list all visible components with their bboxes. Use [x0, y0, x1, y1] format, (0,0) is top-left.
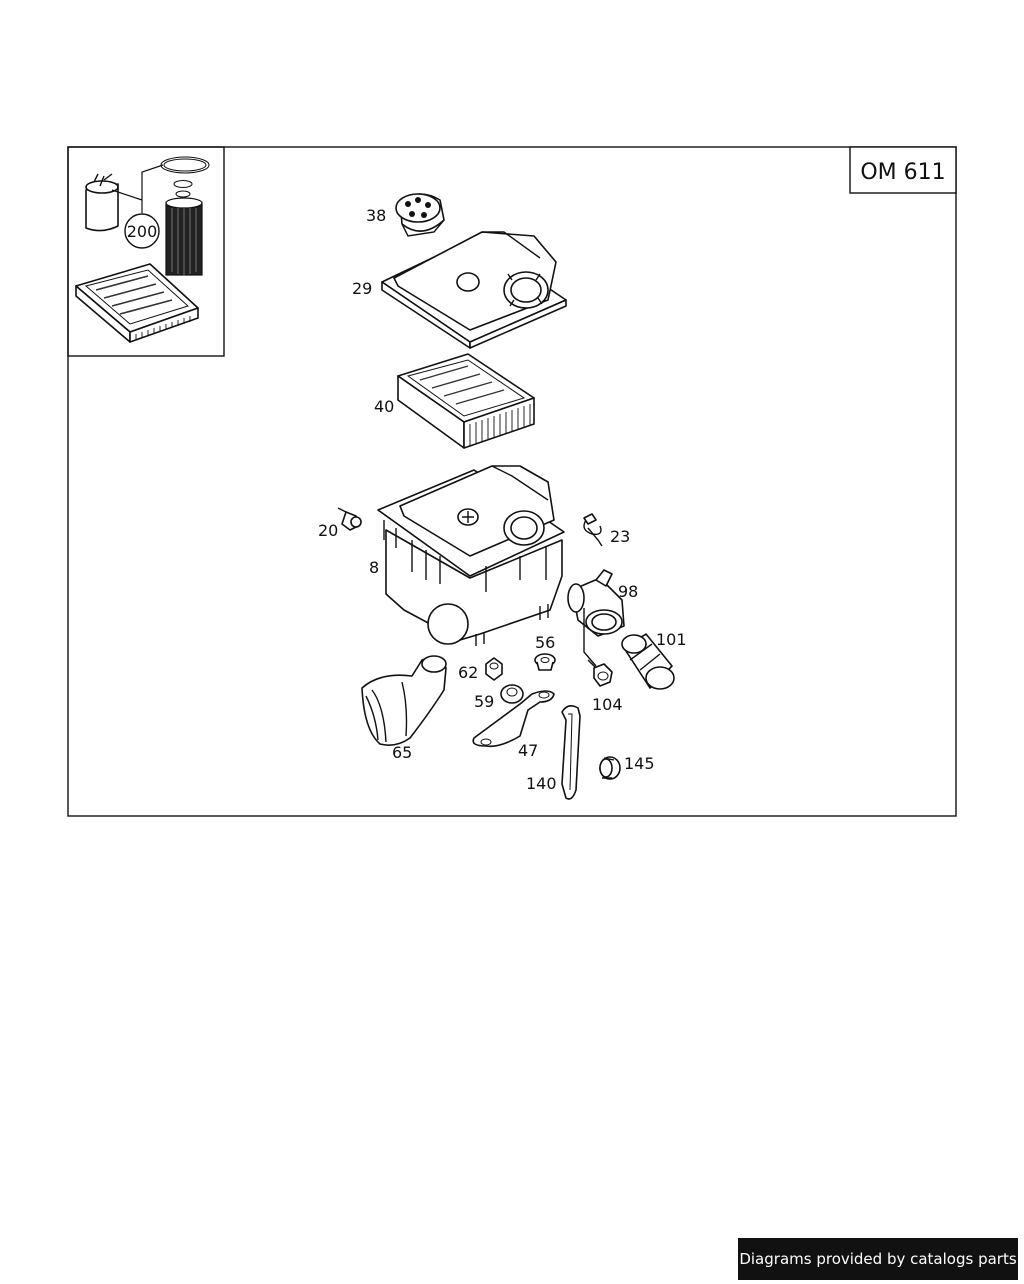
hose-101-icon [621, 633, 675, 690]
screw-104-icon [587, 659, 613, 687]
engine-code: OM 611 [860, 160, 945, 185]
callout-56: 56 [535, 633, 555, 652]
callout-65: 65 [392, 743, 412, 762]
bracket-47-icon [472, 690, 555, 748]
diagram-frame [67, 146, 957, 817]
callout-104: 104 [592, 695, 623, 714]
grommet-56-icon [534, 653, 556, 671]
clamp-23-icon [583, 513, 603, 547]
intake-cap-38-icon [395, 193, 445, 237]
fuel-filter-icon [85, 173, 119, 232]
mass-air-flow-98-icon [567, 569, 625, 667]
housing-cover-29-icon [381, 231, 567, 349]
callout-59: 59 [474, 692, 494, 711]
callout-38: 38 [366, 206, 386, 225]
service-kit-inset [67, 146, 225, 357]
callout-145: 145 [624, 754, 655, 773]
callout-200: 200 [127, 222, 158, 241]
callout-101: 101 [656, 630, 687, 649]
callout-62: 62 [458, 663, 478, 682]
callout-29: 29 [352, 279, 372, 298]
footer-credit-text: Diagrams provided by catalogs parts [739, 1250, 1017, 1268]
callout-23: 23 [610, 527, 630, 546]
callout-20: 20 [318, 521, 338, 540]
leader-200 [111, 164, 164, 213]
intake-duct-65-icon [361, 655, 447, 746]
callout-8: 8 [369, 558, 379, 577]
callout-98: 98 [618, 582, 638, 601]
bushing-59-icon [500, 684, 524, 704]
callout-47: 47 [518, 741, 538, 760]
o-ring-large-icon [160, 156, 210, 174]
footer-credit-badge: Diagrams provided by catalogs parts [738, 1238, 1018, 1280]
air-filter-element-40-icon [397, 353, 535, 449]
air-filter-housing-8-icon [377, 465, 565, 646]
air-filter-element-small-icon [75, 263, 199, 343]
bolt-20-icon [337, 507, 362, 531]
grommet-145-icon [599, 756, 621, 780]
seal-strip-140-icon [561, 704, 581, 800]
o-ring-small-icon [173, 180, 193, 198]
callout-40: 40 [374, 397, 394, 416]
nut-62-icon [485, 657, 503, 681]
callout-140: 140 [526, 774, 557, 793]
engine-code-box [849, 146, 957, 194]
oil-filter-cartridge-icon [165, 197, 203, 276]
callout-200-bubble [124, 213, 160, 249]
